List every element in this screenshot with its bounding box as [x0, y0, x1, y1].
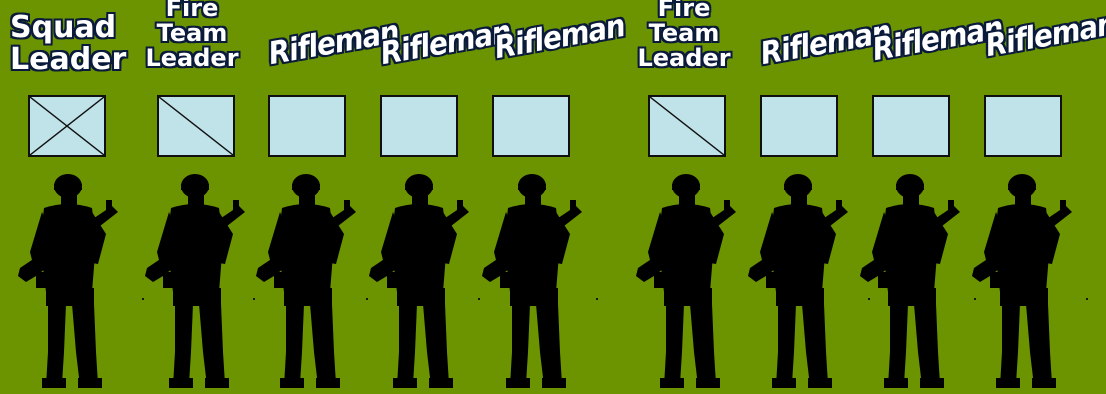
- unit-box-rifleman-6: [984, 95, 1062, 157]
- soldier-silhouette-icon: [634, 172, 744, 390]
- ground-dot: [142, 298, 144, 300]
- ground-dot: [596, 298, 598, 300]
- unit-diagonal-symbol-icon: [159, 97, 233, 155]
- unit-box-rifleman-3: [492, 95, 570, 157]
- unit-box-rifleman-1: [268, 95, 346, 157]
- unit-x-symbol-icon: [30, 97, 104, 155]
- soldier-silhouette-icon: [143, 172, 253, 390]
- ground-dot: [366, 298, 368, 300]
- label-fire-team-leader-2: Fire Team Leader: [632, 0, 736, 72]
- unit-box-rifleman-5: [872, 95, 950, 157]
- ground-dot: [974, 298, 976, 300]
- ground-dot: [868, 298, 870, 300]
- soldier-silhouette-icon: [970, 172, 1080, 390]
- label-rifleman-3: Rifleman: [492, 12, 616, 65]
- ground-dot: [253, 298, 255, 300]
- soldier-silhouette-icon: [16, 172, 126, 390]
- label-squad-leader: Squad Leader: [10, 12, 114, 75]
- label-fire-team-leader-1: Fire Team Leader: [140, 0, 244, 72]
- label-rifleman-5: Rifleman: [870, 14, 994, 67]
- ground-dot: [478, 298, 480, 300]
- label-rifleman-1: Rifleman: [266, 18, 390, 71]
- ground-dot: [1086, 298, 1088, 300]
- unit-box-fire-team-leader-1: [157, 95, 235, 157]
- label-rifleman-4: Rifleman: [758, 18, 882, 71]
- soldier-silhouette-icon: [254, 172, 364, 390]
- unit-box-rifleman-2: [380, 95, 458, 157]
- unit-box-squad-leader: [28, 95, 106, 157]
- soldier-silhouette-icon: [858, 172, 968, 390]
- unit-diagonal-symbol-icon: [650, 97, 724, 155]
- label-rifleman-6: Rifleman: [983, 10, 1106, 63]
- soldier-silhouette-icon: [746, 172, 856, 390]
- unit-box-fire-team-leader-2: [648, 95, 726, 157]
- soldier-silhouette-icon: [367, 172, 477, 390]
- unit-box-rifleman-4: [760, 95, 838, 157]
- soldier-silhouette-icon: [480, 172, 590, 390]
